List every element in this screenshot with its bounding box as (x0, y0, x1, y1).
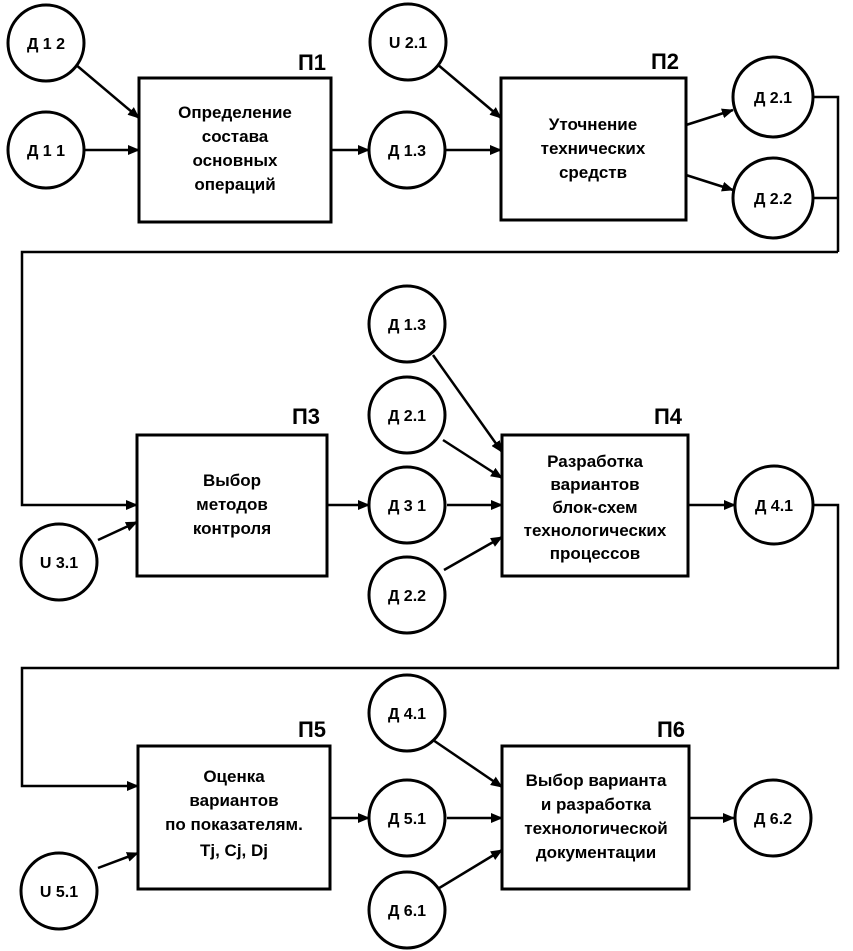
edge-u51-to-p5 (97, 851, 139, 870)
process-p2-line: Уточнение (549, 115, 637, 134)
process-p4: П4 Разработка вариантов блок-схем технол… (500, 404, 690, 578)
node-u51: U 5.1 (19, 851, 99, 931)
node-d61: Д 6.1 (367, 870, 447, 950)
process-p3-line: Выбор (203, 471, 261, 490)
node-d41a-label: Д 4.1 (755, 498, 793, 515)
node-u31-label: U 3.1 (40, 555, 78, 572)
process-p5-line: Tj, Cj, Dj (200, 841, 268, 860)
node-d22b: Д 2.2 (367, 555, 447, 635)
node-d62: Д 6.2 (733, 778, 813, 858)
process-p4-label: П4 (654, 404, 683, 429)
node-d41b-label: Д 4.1 (388, 706, 426, 723)
edge-u21-to-p2 (436, 63, 502, 119)
node-d13b: Д 1.3 (367, 284, 447, 364)
process-p3-line: контроля (193, 519, 271, 538)
edge-u31-to-p3 (97, 520, 138, 542)
node-u31: U 3.1 (19, 522, 99, 602)
node-d22b-label: Д 2.2 (388, 588, 426, 605)
edge-d22b-to-p4 (443, 535, 503, 572)
process-p1-line: состава (202, 127, 269, 146)
process-p6-line: и разработка (541, 795, 652, 814)
edge-d21-rail (813, 95, 840, 252)
process-p1-line: основных (193, 151, 279, 170)
node-u21: U 2.1 (368, 2, 448, 82)
process-p5-line: по показателям. (165, 815, 303, 834)
node-d41b: Д 4.1 (367, 673, 447, 753)
process-p1-line: Определение (178, 103, 292, 122)
node-u51-label: U 5.1 (40, 884, 78, 901)
process-p6-line: технологической (524, 819, 667, 838)
process-p2-line: технических (541, 139, 646, 158)
node-d31: Д 3 1 (367, 465, 447, 545)
process-p4-line: технологических (524, 521, 667, 540)
node-u21-label: U 2.1 (389, 35, 427, 52)
node-d41a: Д 4.1 (733, 464, 815, 546)
process-p6: П6 Выбор варианта и разработка технологи… (500, 717, 691, 891)
process-p3-line: методов (196, 495, 268, 514)
process-p2: П2 Уточнение технических средств (499, 49, 688, 222)
edge-d13b-to-p4 (431, 354, 504, 453)
edge-p2-to-d21 (685, 108, 734, 127)
node-d51: Д 5.1 (367, 778, 447, 858)
process-p5-label: П5 (298, 717, 326, 742)
process-p1-label: П1 (298, 50, 326, 75)
process-p5-line: вариантов (189, 791, 278, 810)
process-p2-label: П2 (651, 49, 679, 74)
node-d12: Д 1 2 (6, 3, 86, 83)
node-d11-label: Д 1 1 (27, 143, 65, 160)
edge-d41-rail-to-p5 (20, 503, 840, 791)
process-p6-label: П6 (657, 717, 685, 742)
process-p1-line: операций (194, 175, 275, 194)
process-p3: П3 Выбор методов контроля (135, 404, 329, 578)
node-d61-label: Д 6.1 (388, 903, 426, 920)
edge-d41b-to-p6 (432, 738, 503, 789)
node-d11: Д 1 1 (6, 110, 86, 190)
edge-p2-to-d22 (685, 173, 734, 192)
process-p5: П5 Оценка вариантов по показателям. Tj, … (136, 717, 332, 891)
node-d62-label: Д 6.2 (754, 811, 792, 828)
edge-d12-to-p1 (74, 63, 140, 119)
node-d21b-label: Д 2.1 (388, 408, 426, 425)
process-p4-line: блок-схем (552, 498, 637, 517)
edge-rail-to-p3 (20, 250, 838, 510)
node-d13a-label: Д 1.3 (388, 143, 426, 160)
edge-d21b-to-p4 (442, 438, 503, 480)
node-d21b: Д 2.1 (367, 375, 447, 455)
process-p1: П1 Определение состава основных операций (137, 50, 333, 224)
node-d12-label: Д 1 2 (27, 36, 65, 53)
process-p5-line: Оценка (203, 767, 265, 786)
node-d22a-label: Д 2.2 (754, 191, 792, 208)
edge-d61-to-p6 (435, 848, 503, 892)
process-p2-line: средств (559, 163, 627, 182)
node-d31-label: Д 3 1 (388, 498, 426, 515)
process-p4-line: Разработка (547, 452, 643, 471)
node-d22a: Д 2.2 (731, 156, 815, 240)
process-p4-line: вариантов (550, 475, 639, 494)
process-p4-line: процессов (550, 544, 640, 563)
process-p3-label: П3 (292, 404, 320, 429)
node-d51-label: Д 5.1 (388, 811, 426, 828)
node-d21a-label: Д 2.1 (754, 90, 792, 107)
process-p6-line: Выбор варианта (526, 771, 667, 790)
node-d13b-label: Д 1.3 (388, 317, 426, 334)
node-d21a: Д 2.1 (731, 55, 815, 139)
node-d13a: Д 1.3 (367, 110, 447, 190)
process-p6-line: документации (536, 843, 656, 862)
